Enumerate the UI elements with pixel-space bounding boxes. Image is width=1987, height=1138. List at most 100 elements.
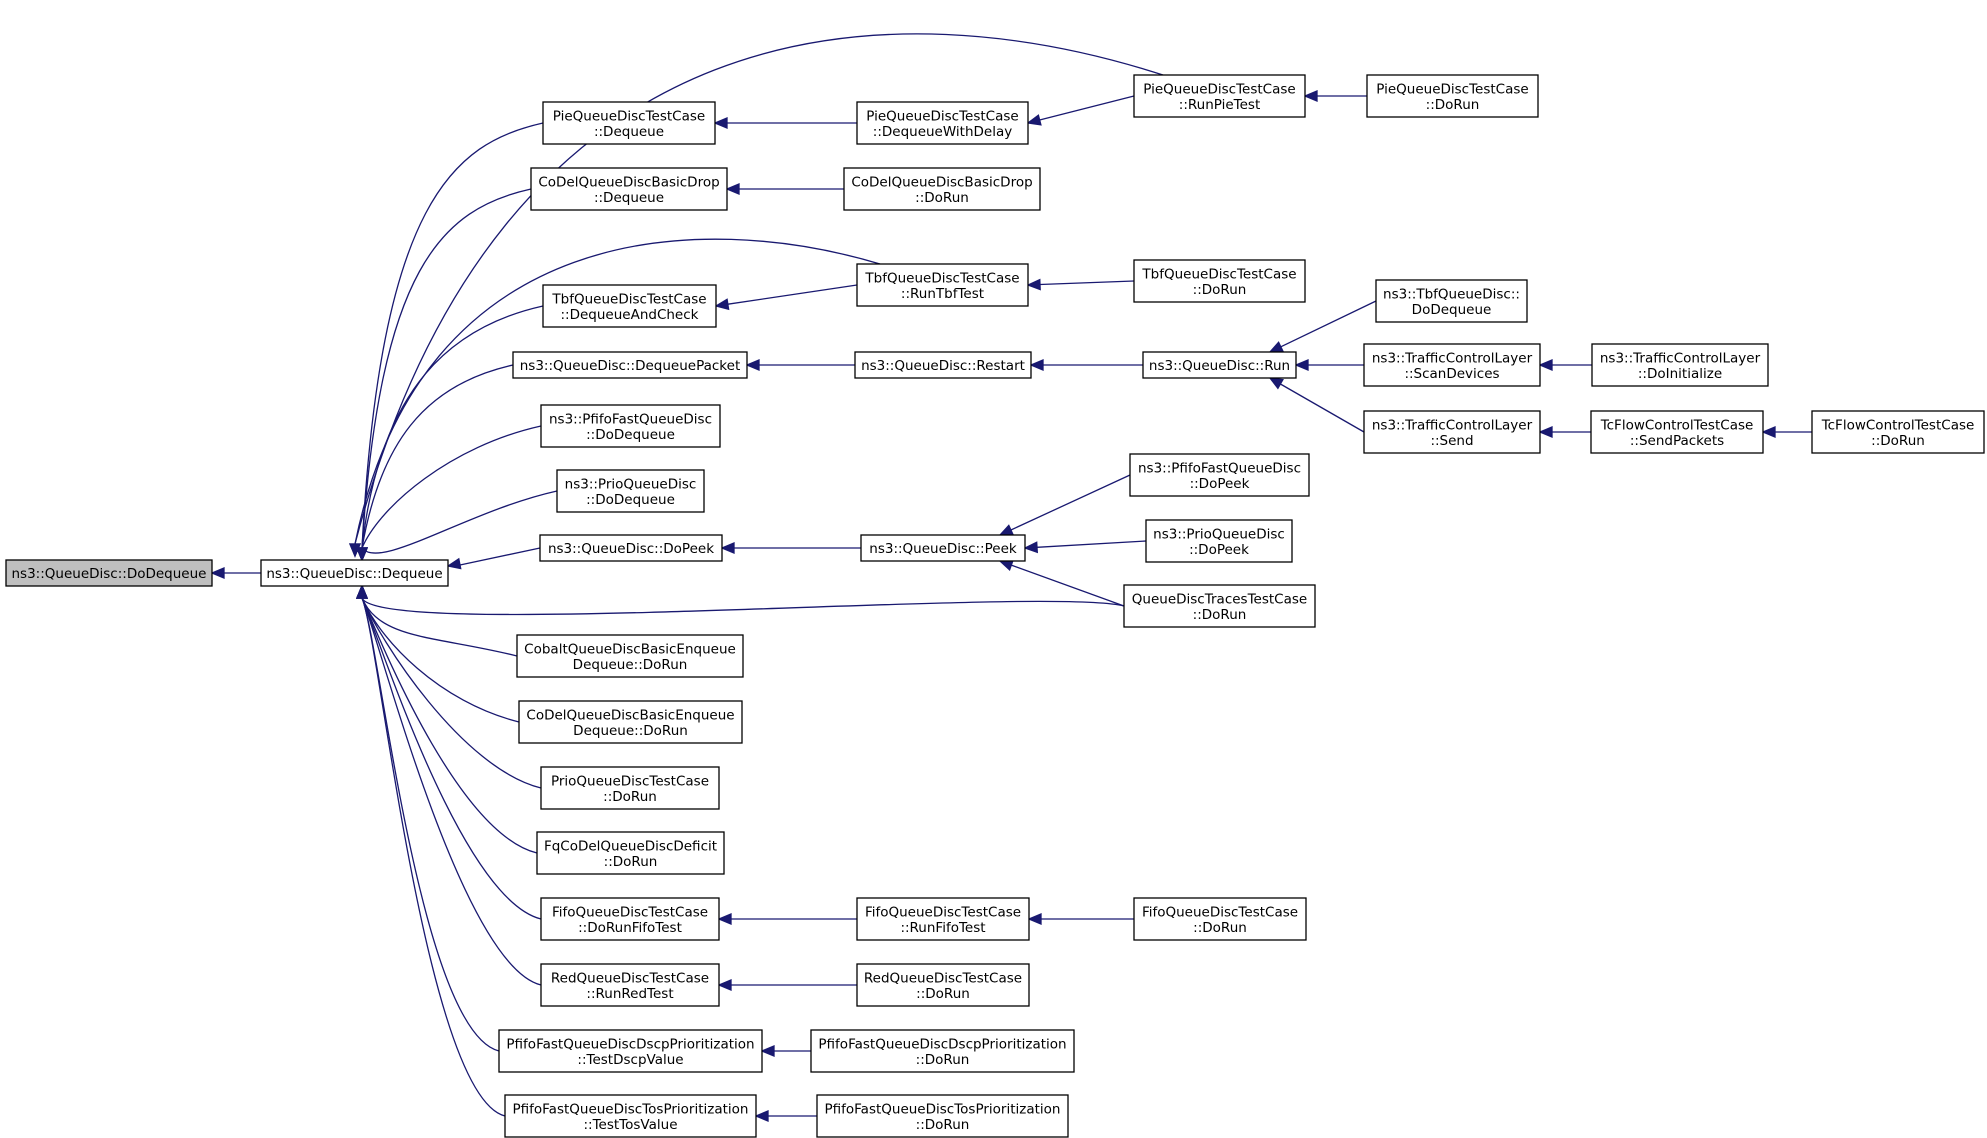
edge-line	[361, 597, 542, 789]
node-label-line: TbfQueueDiscTestCase	[1141, 266, 1296, 282]
node-label-line: ::DoRun	[604, 854, 658, 870]
node-label-line: QueueDiscTracesTestCase	[1132, 591, 1307, 607]
node-tcflowcontroltestcase-dorun[interactable]: TcFlowControlTestCase::DoRun	[1811, 410, 1985, 454]
node-box	[860, 534, 1026, 562]
node-box	[856, 263, 1029, 307]
node-label-line: ::DoRun	[916, 986, 970, 1002]
node-piequeuedisctestcase-dorun[interactable]: PieQueueDiscTestCase::DoRun	[1366, 74, 1539, 118]
node-label-line: FifoQueueDiscTestCase	[1142, 904, 1298, 920]
call-edge-n15-to-n1	[356, 584, 500, 1052]
node-ns3-queuedisc-dequeue[interactable]: ns3::QueueDisc::Dequeue	[260, 559, 449, 587]
node-fifoqueuedisctestcase-runfifotest[interactable]: FifoQueueDiscTestCase::RunFifoTest	[856, 897, 1030, 941]
node-ns3-prioqueuedisc-dopeek[interactable]: ns3::PrioQueueDisc::DoPeek	[1145, 519, 1293, 563]
node-fifoqueuedisctestcase-dorun[interactable]: FifoQueueDiscTestCase::DoRun	[1133, 897, 1307, 941]
node-label-line: ::DoRun	[1193, 607, 1247, 623]
call-edge-n31-to-n1	[356, 584, 1125, 616]
call-edge-n24-to-n15	[760, 1045, 811, 1057]
node-box	[556, 469, 705, 513]
node-piequeuedisctestcase-runpietest[interactable]: PieQueueDiscTestCase::RunPieTest	[1133, 74, 1306, 118]
node-label-line: ns3::QueueDisc::Run	[1149, 358, 1290, 374]
node-box	[856, 897, 1030, 941]
node-ns3-trafficcontrollayer-scandevices[interactable]: ns3::TrafficControlLayer::ScanDevices	[1363, 343, 1541, 387]
node-label-line: ::RunRedTest	[586, 986, 673, 1002]
node-pfifofastqueuediscdscpprioritization-dorun[interactable]: PfifoFastQueueDiscDscpPrioritization::Do…	[810, 1029, 1075, 1073]
edge-line	[361, 490, 558, 554]
node-label-line: ns3::QueueDisc::Dequeue	[266, 566, 442, 582]
call-edge-n22-to-n13	[717, 913, 857, 925]
edge-line	[361, 597, 542, 920]
edge-line	[1036, 540, 1147, 548]
node-piequeuedisctestcase-dequeuewithdelay[interactable]: PieQueueDiscTestCase::DequeueWithDelay	[856, 101, 1029, 145]
node-label-line: ::Dequeue	[594, 190, 664, 206]
node-tbfqueuedisctestcase-dequeueandcheck[interactable]: TbfQueueDiscTestCase::DequeueAndCheck	[542, 284, 717, 328]
node-label-line: ns3::QueueDisc::DequeuePacket	[520, 358, 740, 374]
edge-arrowhead	[210, 567, 225, 579]
node-ns3-queuedisc-run[interactable]: ns3::QueueDisc::Run	[1142, 351, 1297, 379]
node-ns3-pfifofastqueuedisc-dopeek[interactable]: ns3::PfifoFastQueueDisc::DoPeek	[1129, 453, 1310, 497]
edge-arrowhead	[1761, 426, 1776, 438]
node-ns3-queuedisc-dodequeue[interactable]: ns3::QueueDisc::DoDequeue	[5, 559, 213, 587]
call-edge-n1-to-n0	[210, 567, 261, 579]
edge-line	[361, 425, 542, 549]
node-label-line: ::TestDscpValue	[577, 1052, 683, 1068]
node-cobaltqueuediscbasicenqueuedequeue-dorun[interactable]: CobaltQueueDiscBasicEnqueueDequeue::DoRu…	[516, 634, 744, 678]
node-label-line: ::SendPackets	[1630, 433, 1724, 449]
node-label-line: CoDelQueueDiscBasicDrop	[851, 174, 1032, 190]
node-label-line: ::DoPeek	[1190, 476, 1250, 492]
node-label-line: ::DoDequeue	[586, 427, 675, 443]
node-label-line: ::DoRunFifoTest	[578, 920, 682, 936]
edge-line	[459, 547, 541, 566]
node-tbfqueuedisctestcase-dorun[interactable]: TbfQueueDiscTestCase::DoRun	[1133, 259, 1306, 303]
node-box	[1142, 351, 1297, 379]
node-ns3-trafficcontrollayer-send[interactable]: ns3::TrafficControlLayer::Send	[1363, 410, 1541, 454]
node-box	[504, 1094, 757, 1138]
node-ns3-queuedisc-peek[interactable]: ns3::QueueDisc::Peek	[860, 534, 1026, 562]
edge-arrowhead	[356, 584, 368, 599]
node-box	[1123, 584, 1316, 628]
node-label-line: FifoQueueDiscTestCase	[552, 904, 708, 920]
node-fifoqueuedisctestcase-dorunfifotest[interactable]: FifoQueueDiscTestCase::DoRunFifoTest	[540, 897, 720, 941]
node-ns3-queuedisc-restart[interactable]: ns3::QueueDisc::Restart	[854, 351, 1032, 379]
edge-arrowhead	[745, 359, 760, 371]
node-pfifofastqueuedisctosprioritization-dorun[interactable]: PfifoFastQueueDiscTosPrioritization::DoR…	[816, 1094, 1069, 1138]
edge-line	[361, 364, 514, 549]
call-edge-n17-to-n2	[713, 117, 857, 129]
node-codelqueuediscbasicdrop-dequeue[interactable]: CoDelQueueDiscBasicDrop::Dequeue	[530, 167, 728, 211]
call-edge-n14-to-n1	[356, 584, 542, 986]
node-ns3-prioqueuedisc-dodequeue[interactable]: ns3::PrioQueueDisc::DoDequeue	[556, 469, 705, 513]
node-label-line: PieQueueDiscTestCase	[866, 108, 1018, 124]
node-box	[1133, 74, 1306, 118]
node-label-line: CoDelQueueDiscBasicDrop	[538, 174, 719, 190]
node-ns3-trafficcontrollayer-doinitialize[interactable]: ns3::TrafficControlLayer::DoInitialize	[1591, 343, 1769, 387]
node-redqueuedisctestcase-dorun[interactable]: RedQueueDiscTestCase::DoRun	[856, 963, 1030, 1007]
node-ns3-tbfqueuedisc-dodequeue[interactable]: ns3::TbfQueueDisc::DoDequeue	[1375, 279, 1528, 323]
node-piequeuedisctestcase-dequeue[interactable]: PieQueueDiscTestCase::Dequeue	[542, 101, 716, 145]
node-queuedisctracestestcase-dorun[interactable]: QueueDiscTracesTestCase::DoRun	[1123, 584, 1316, 628]
call-edge-n29-to-n21	[998, 474, 1131, 536]
node-prioqueuedisctestcase-dorun[interactable]: PrioQueueDiscTestCase::DoRun	[540, 766, 720, 810]
node-pfifofastqueuediscdscpprioritization-testdscpvalue[interactable]: PfifoFastQueueDiscDscpPrioritization::Te…	[498, 1029, 763, 1073]
node-box	[1129, 453, 1310, 497]
node-box	[536, 831, 725, 875]
edge-line	[361, 597, 538, 854]
node-label-line: ::RunPieTest	[1179, 97, 1260, 113]
call-edge-n20-to-n5	[745, 359, 855, 371]
node-fqcodelqueuediscdeficit-dorun[interactable]: FqCoDelQueueDiscDeficit::DoRun	[536, 831, 725, 875]
node-box	[540, 963, 720, 1007]
call-edge-n33-to-n26	[1303, 90, 1367, 102]
edge-arrowhead	[1023, 541, 1039, 554]
node-codelqueuediscbasicdrop-dorun[interactable]: CoDelQueueDiscBasicDrop::DoRun	[843, 167, 1041, 211]
node-label-line: ::DoRun	[1871, 433, 1925, 449]
node-ns3-queuedisc-dopeek[interactable]: ns3::QueueDisc::DoPeek	[539, 534, 723, 562]
node-tcflowcontroltestcase-sendpackets[interactable]: TcFlowControlTestCase::SendPackets	[1590, 410, 1764, 454]
node-ns3-queuedisc-dequeuepacket[interactable]: ns3::QueueDisc::DequeuePacket	[512, 351, 748, 379]
node-ns3-pfifofastqueuedisc-dodequeue[interactable]: ns3::PfifoFastQueueDisc::DoDequeue	[540, 404, 721, 448]
node-pfifofastqueuedisctosprioritization-testtosvalue[interactable]: PfifoFastQueueDiscTosPrioritization::Tes…	[504, 1094, 757, 1138]
node-box	[1363, 343, 1541, 387]
node-redqueuedisctestcase-runredtest[interactable]: RedQueueDiscTestCase::RunRedTest	[540, 963, 720, 1007]
node-label-line: PieQueueDiscTestCase	[1376, 81, 1528, 97]
call-edge-n31-to-n21	[998, 559, 1125, 607]
node-label-line: ::DoRun	[916, 1052, 970, 1068]
node-tbfqueuedisctestcase-runtbftest[interactable]: TbfQueueDiscTestCase::RunTbfTest	[856, 263, 1029, 307]
